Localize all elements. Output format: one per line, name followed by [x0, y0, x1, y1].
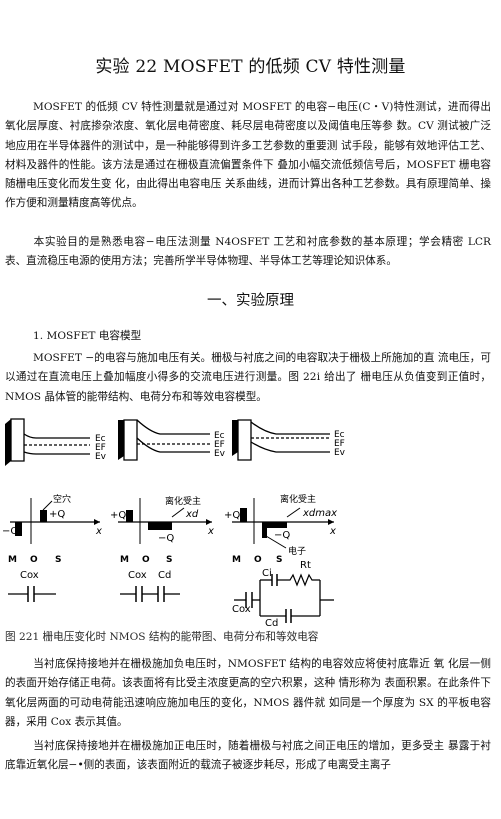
plus-q-label-3: +Q [224, 510, 240, 521]
figure-caption: 图 221 栅电压变化时 NMOS 结构的能带图、电荷分布和等效电容 [5, 631, 319, 643]
ec-label-1: Ec [95, 434, 106, 444]
ionized-acceptor-label-2: 离化受主 [165, 495, 201, 507]
ev-label-3: Ev [334, 448, 346, 458]
xdmax-label: xdmax [302, 508, 337, 519]
circuit-2: Cox Cd [120, 570, 180, 602]
intro-paragraph-2: 本实验目的是熟悉电容−电压法测量 N4OSFET 工艺和衬底参数的基本原理；学会… [5, 233, 491, 272]
svg-text:S: S [55, 555, 61, 565]
cd-label-3: Cd [265, 618, 278, 629]
ev-label-1: Ev [95, 452, 107, 462]
svg-text:M: M [232, 555, 241, 565]
charge-diagram-3: 离化受主 +Q xdmax −Q x 电子 [224, 493, 337, 557]
minus-q-label-1: −Q [2, 526, 18, 537]
body-paragraph-2: 当衬底保持接地并在栅极施加正电压时，随着栅极与衬底之间正电压的增加，更多受主 暴… [5, 737, 491, 776]
x-axis-label-1: x [95, 526, 102, 537]
plus-q-label-1: +Q [49, 509, 65, 520]
body-paragraph-1: 当衬底保持接地并在栅极施加负电压时，NMOSFET 结构的电容效应将使衬底靠近 … [5, 655, 491, 732]
svg-text:O: O [254, 555, 262, 565]
minus-q-label-3: −Q [274, 530, 290, 541]
x-axis-label-2: x [207, 526, 214, 537]
svg-text:M: M [8, 555, 17, 565]
body-text-2: 当衬底保持接地并在栅极施加正电压时，随着栅极与衬底之间正电压的增加，更多受主 暴… [5, 740, 491, 772]
hole-label: 空穴 [53, 493, 71, 505]
ec-label-3: Ec [334, 430, 345, 440]
intro-text-1: MOSFET 的低频 CV 特性测量就是通过对 MOSFET 的电容−电压(C・… [5, 101, 491, 210]
section-heading: 一、实验原理 [207, 293, 294, 309]
intro-text-2: 本实验目的是熟悉电容−电压法测量 N4OSFET 工艺和衬底参数的基本原理；学会… [5, 236, 491, 268]
cox-label-2: Cox [128, 570, 147, 581]
rt-label: Rt [300, 560, 311, 571]
svg-text:M: M [120, 555, 129, 565]
minus-q-label-2: −Q [158, 533, 174, 544]
ci-label: Ci [262, 568, 272, 579]
ef-label-3: EF [334, 439, 345, 449]
ev-label-2: Ev [214, 449, 226, 459]
charge-diagram-1: 空穴 +Q −Q x [2, 493, 102, 544]
circuit-1: Cox [8, 570, 56, 602]
band-diagram-2: Ec EF Ev [118, 419, 226, 461]
cd-label-2: Cd [158, 570, 171, 581]
xd-label: xd [185, 509, 199, 520]
svg-text:S: S [166, 555, 172, 565]
subsection-heading: 1. MOSFET 电容模型 [33, 330, 142, 342]
charge-diagram-2: 离化受主 +Q xd −Q x [110, 495, 214, 544]
ec-label-2: Ec [214, 431, 225, 441]
x-axis-label-3: x [329, 526, 336, 537]
electron-label: 电子 [288, 545, 306, 557]
mos-labels: M O S M O S M O S [8, 555, 282, 565]
circuit-3: Ci Rt Cox Cd [232, 560, 334, 629]
cox-label-3: Cox [232, 604, 251, 615]
body-text-1: 当衬底保持接地并在栅极施加负电压时，NMOSFET 结构的电容效应将使衬底靠近 … [5, 658, 491, 728]
principle-text: MOSFET −的电容与施加电压有关。栅极与衬底之间的电容取决于栅极上所施加的直… [5, 352, 491, 403]
cox-label-1: Cox [20, 570, 39, 581]
band-diagram-1: Ec EF Ev [5, 418, 107, 466]
figure-band-diagrams: Ec EF Ev Ec EF Ev Ec EF Ev 空穴 +Q −Q x [0, 416, 501, 630]
ionized-acceptor-label-3: 离化受主 [280, 493, 316, 505]
intro-paragraph-1: MOSFET 的低频 CV 特性测量就是通过对 MOSFET 的电容−电压(C・… [5, 98, 491, 214]
svg-text:S: S [276, 555, 282, 565]
plus-q-label-2: +Q [110, 510, 126, 521]
ef-label-1: EF [95, 443, 106, 453]
figure-svg: Ec EF Ev Ec EF Ev Ec EF Ev 空穴 +Q −Q x [2, 418, 346, 629]
page-title: 实验 22 MOSFET 的低频 CV 特性测量 [95, 57, 406, 77]
svg-text:O: O [142, 555, 150, 565]
svg-text:O: O [30, 555, 38, 565]
principle-paragraph: MOSFET −的电容与施加电压有关。栅极与衬底之间的电容取决于栅极上所施加的直… [5, 349, 491, 407]
ef-label-2: EF [214, 440, 225, 450]
band-diagram-3: Ec EF Ev [232, 419, 346, 461]
